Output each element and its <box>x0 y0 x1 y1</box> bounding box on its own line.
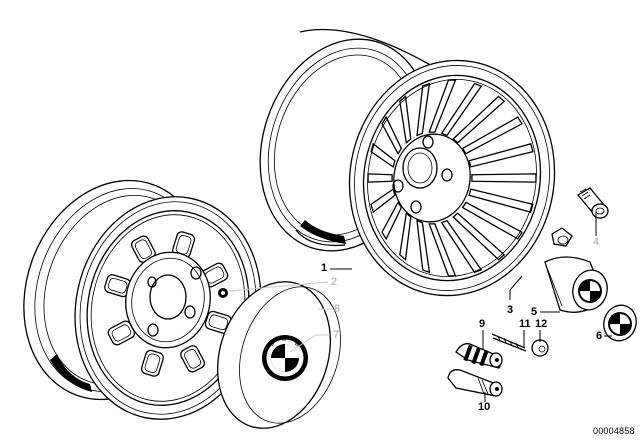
callout-2: 2 <box>331 276 338 288</box>
slotted-steel-wheel <box>23 179 262 420</box>
spoke <box>416 219 431 274</box>
pin <box>491 333 527 352</box>
spoke <box>471 173 537 183</box>
wheel-spokes <box>367 79 537 277</box>
svg-text:W: W <box>293 341 301 349</box>
valve-rubber <box>447 369 503 397</box>
hub-nut <box>551 227 573 247</box>
spoke <box>452 212 506 261</box>
spoke <box>461 116 523 155</box>
spoke <box>416 82 431 137</box>
cross-spoke-wheel <box>259 28 556 297</box>
callout-11: 11 <box>519 318 531 330</box>
spoke <box>461 201 523 240</box>
callout-5: 5 <box>531 306 538 318</box>
spoke <box>468 143 534 168</box>
wheel-slots <box>104 231 232 377</box>
callout-3: 3 <box>507 304 514 316</box>
nut-12 <box>531 339 549 357</box>
document-number: 00004858 <box>593 426 635 436</box>
wheel-slot <box>144 353 161 373</box>
spoke <box>381 115 403 155</box>
spoke <box>468 188 534 213</box>
spoke <box>370 142 396 168</box>
svg-text:M: M <box>282 337 286 343</box>
spoke <box>440 82 483 137</box>
wheel-slot <box>107 277 128 294</box>
wheel-slot <box>140 349 164 377</box>
callout-9: 9 <box>479 318 486 330</box>
wheel-slot <box>208 314 229 331</box>
wheel-slot <box>180 345 206 373</box>
emblem <box>603 304 637 342</box>
callout-10: 10 <box>478 401 491 413</box>
wheel-slot <box>111 324 132 342</box>
callout-1: 1 <box>321 262 328 274</box>
spoke <box>381 201 403 241</box>
spoke <box>440 219 483 274</box>
spoke <box>452 95 506 144</box>
callout-8: 8 <box>334 303 341 315</box>
spoke <box>399 95 412 145</box>
svg-text:B: B <box>269 340 276 347</box>
spoke <box>399 211 412 261</box>
callout-4: 4 <box>593 236 600 248</box>
spoke <box>370 188 396 214</box>
wheel-bolt <box>577 187 609 219</box>
valve-stem <box>455 343 503 369</box>
callout-12: 12 <box>535 318 548 330</box>
spoke <box>428 79 457 133</box>
leader-lines <box>229 212 612 402</box>
wheel-slot <box>184 349 202 369</box>
hub-cap-cylinder <box>544 256 608 313</box>
wheel-slot <box>134 239 152 259</box>
callout-6: 6 <box>596 330 603 342</box>
spoke <box>428 223 457 277</box>
spoke <box>367 173 393 183</box>
callout-7: 7 <box>333 329 340 341</box>
